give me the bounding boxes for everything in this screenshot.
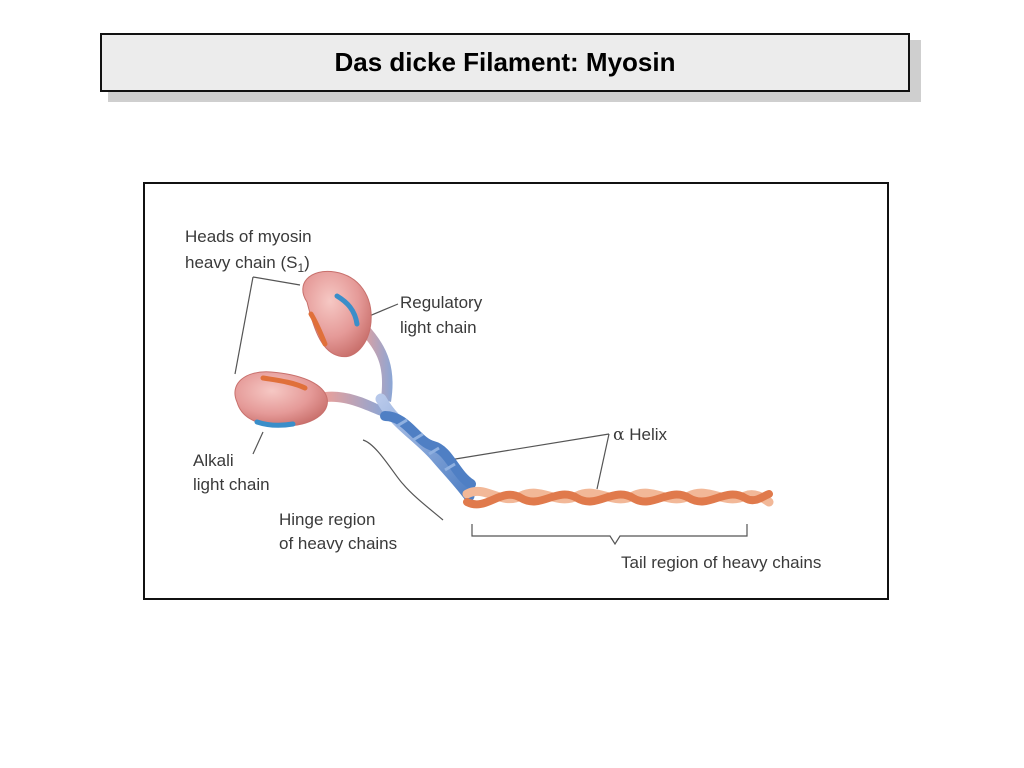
lower-head — [234, 371, 385, 428]
regulatory-light-chain — [334, 293, 360, 327]
upper-head — [302, 270, 393, 402]
tail-label: Tail region of heavy chains — [621, 553, 821, 572]
tail-region — [462, 486, 774, 509]
regulatory-label-2: light chain — [400, 318, 477, 337]
hinge-bracket — [362, 439, 444, 521]
heads-label: Heads of myosin — [185, 227, 312, 246]
heads-label-close: ) — [304, 253, 310, 272]
regulatory-label-1: Regulatory — [400, 293, 483, 312]
alkali-label-1: Alkali — [193, 451, 234, 470]
alkali-leader — [252, 431, 264, 455]
tail-strand-dark — [463, 490, 773, 509]
alkali-light-chain — [254, 419, 296, 428]
hinge-region — [375, 393, 476, 502]
heads-leader — [234, 276, 301, 375]
hinge-label-1: Hinge region — [279, 510, 375, 529]
title-box: Das dicke Filament: Myosin — [100, 33, 910, 92]
upper-neck — [360, 324, 393, 402]
hinge-label-2: of heavy chains — [279, 534, 397, 553]
tail-bracket — [471, 524, 748, 546]
heads-label-2: heavy chain (S1) — [185, 253, 310, 275]
alkali-label-2: light chain — [193, 475, 270, 494]
myosin-diagram: Heads of myosin heavy chain (S1) Regulat… — [185, 227, 821, 572]
upper-heavy-chain-stripe — [308, 311, 328, 347]
alpha-symbol: α — [613, 425, 625, 445]
heads-label-line1: Heads of myosin — [185, 227, 312, 246]
leader-lines — [234, 276, 748, 546]
alpha-word: Helix — [629, 425, 667, 444]
diagram-frame: Heads of myosin heavy chain (S1) Regulat… — [143, 182, 889, 600]
page-title: Das dicke Filament: Myosin — [334, 47, 676, 77]
lower-heavy-chain-stripe — [260, 375, 308, 391]
alpha-helix-label: α Helix — [613, 425, 668, 445]
heads-label-subscript: 1 — [297, 261, 304, 275]
heads-label-line2: heavy chain (S — [185, 253, 297, 272]
alpha-leader — [436, 433, 610, 490]
lower-neck — [325, 391, 385, 416]
